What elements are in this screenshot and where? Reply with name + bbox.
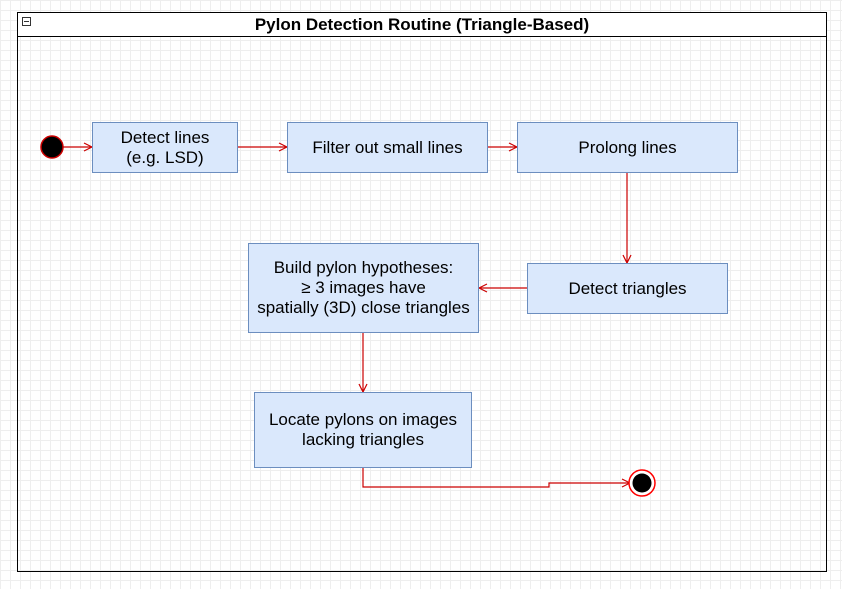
final-node-core: [632, 473, 652, 493]
frame-header: Pylon Detection Routine (Triangle-Based): [18, 13, 826, 37]
node-detect-lines[interactable]: Detect lines (e.g. LSD): [92, 122, 238, 173]
node-prolong-lines[interactable]: Prolong lines: [517, 122, 738, 173]
collapse-icon[interactable]: [22, 17, 31, 26]
node-detect-triangles[interactable]: Detect triangles: [527, 263, 728, 314]
edge-locate-to-final: [362, 467, 630, 488]
node-build-pylon-hypotheses[interactable]: Build pylon hypotheses: ≥ 3 images have …: [248, 243, 479, 333]
node-filter-small-lines[interactable]: Filter out small lines: [287, 122, 488, 173]
diagram-frame[interactable]: Pylon Detection Routine (Triangle-Based): [17, 12, 827, 572]
node-locate-pylons[interactable]: Locate pylons on images lacking triangle…: [254, 392, 472, 468]
diagram-title: Pylon Detection Routine (Triangle-Based): [254, 15, 590, 34]
initial-node[interactable]: [40, 135, 64, 159]
